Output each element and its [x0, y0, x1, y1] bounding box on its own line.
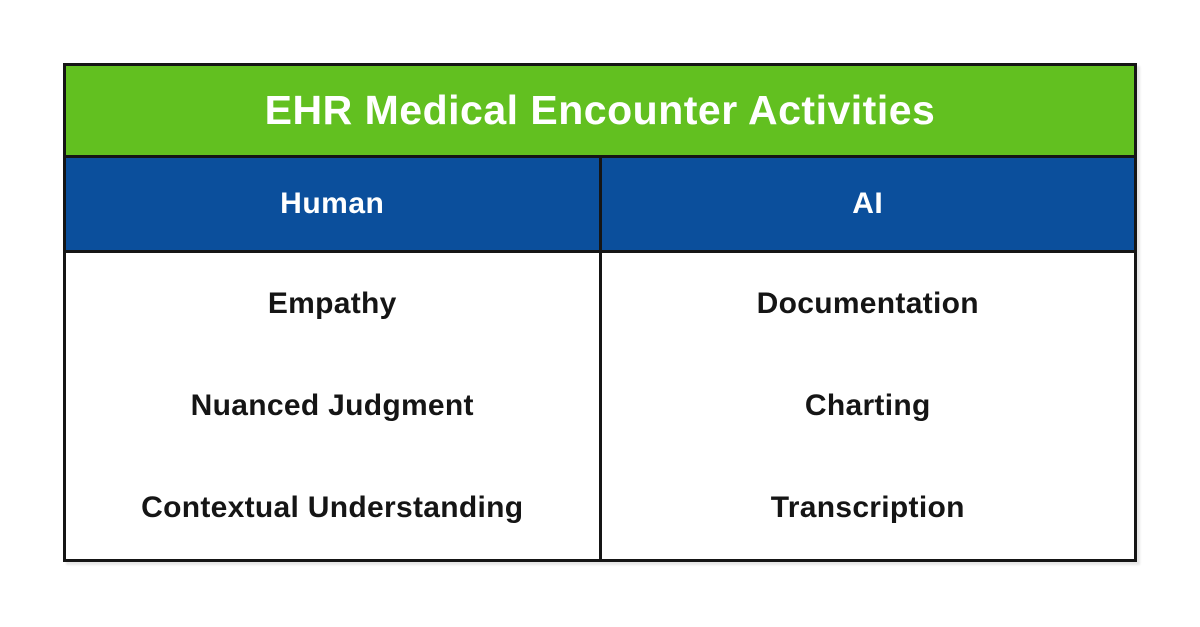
- ai-cell-transcription: Transcription: [770, 491, 965, 524]
- human-cell-nuanced-judgment: Nuanced Judgment: [190, 389, 474, 422]
- column-human: Empathy Nuanced Judgment Contextual Unde…: [66, 253, 599, 559]
- ai-cell-charting: Charting: [804, 389, 931, 422]
- table-body: Empathy Nuanced Judgment Contextual Unde…: [66, 253, 1134, 559]
- column-header-row: Human AI: [66, 158, 1134, 253]
- human-cell-empathy: Empathy: [267, 287, 397, 320]
- column-header-ai: AI: [598, 158, 1134, 250]
- column-ai: Documentation Charting Transcription: [598, 253, 1135, 559]
- table-title: EHR Medical Encounter Activities: [264, 87, 936, 133]
- column-header-human: Human: [66, 158, 599, 250]
- human-cell-contextual-understanding: Contextual Understanding: [141, 491, 524, 524]
- ai-cell-documentation: Documentation: [756, 287, 979, 320]
- table-title-bar: EHR Medical Encounter Activities: [66, 66, 1134, 158]
- comparison-table: EHR Medical Encounter Activities Human A…: [63, 63, 1137, 562]
